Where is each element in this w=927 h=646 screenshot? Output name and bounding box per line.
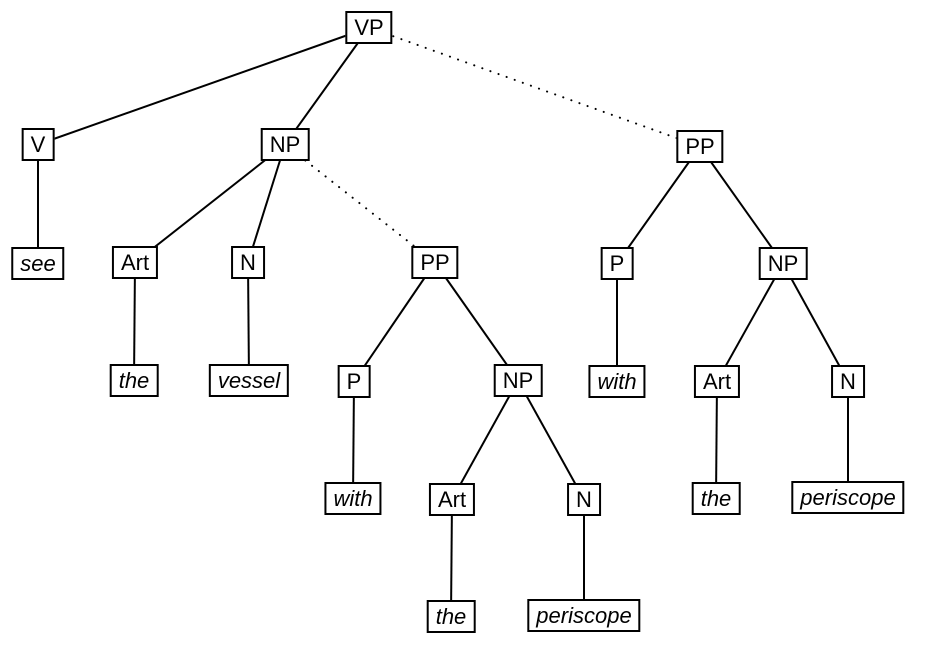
- tree-node-n1: N: [231, 246, 265, 279]
- tree-node-p2: P: [600, 247, 634, 280]
- tree-node-the1: the: [109, 364, 159, 397]
- tree-node-vp: VP: [345, 11, 393, 44]
- edge-p1-with1: [352, 381, 355, 499]
- tree-node-art3: Art: [693, 365, 741, 398]
- edge-pp2-np3: [699, 145, 784, 265]
- tree-node-see: see: [11, 247, 65, 280]
- tree-node-art1: Art: [111, 246, 159, 279]
- edge-np2-n2: [517, 380, 585, 500]
- edge-np2-art2: [451, 380, 519, 500]
- tree-node-pp2: PP: [676, 130, 724, 163]
- edge-art2-the2: [450, 499, 453, 617]
- edge-n1-vessel: [247, 262, 250, 381]
- edge-pp2-p2: [616, 145, 701, 265]
- tree-node-with1: with: [324, 482, 382, 515]
- tree-node-the2: the: [426, 600, 476, 633]
- tree-node-v: V: [21, 128, 55, 161]
- tree-node-np3: NP: [758, 247, 808, 280]
- edge-art3-the3: [715, 381, 718, 499]
- tree-node-np1: NP: [260, 128, 310, 161]
- edge-vp-v: [37, 26, 370, 146]
- edge-np3-art3: [716, 263, 784, 382]
- edge-np1-n1: [247, 144, 286, 263]
- tree-node-n3: N: [831, 365, 865, 398]
- edge-np1-pp1-dotted: [284, 143, 436, 264]
- tree-node-vessel: vessel: [208, 364, 290, 397]
- tree-node-the3: the: [691, 482, 741, 515]
- edge-np3-n3: [782, 263, 849, 382]
- edge-pp1-np2: [434, 261, 519, 382]
- edge-pp1-p1: [353, 261, 436, 383]
- tree-node-periscope2: periscope: [791, 481, 905, 514]
- tree-node-pp1: PP: [411, 246, 459, 279]
- tree-node-p1: P: [337, 365, 371, 398]
- edge-np1-art1: [134, 143, 286, 264]
- tree-node-art2: Art: [428, 483, 476, 516]
- edge-vp-np1: [284, 26, 370, 146]
- tree-node-n2: N: [567, 483, 601, 516]
- edge-art1-the1: [133, 262, 136, 381]
- edge-vp-pp2-dotted: [368, 26, 701, 148]
- tree-node-periscope1: periscope: [527, 599, 641, 632]
- tree-node-np2: NP: [493, 364, 543, 397]
- tree-node-with2: with: [588, 365, 646, 398]
